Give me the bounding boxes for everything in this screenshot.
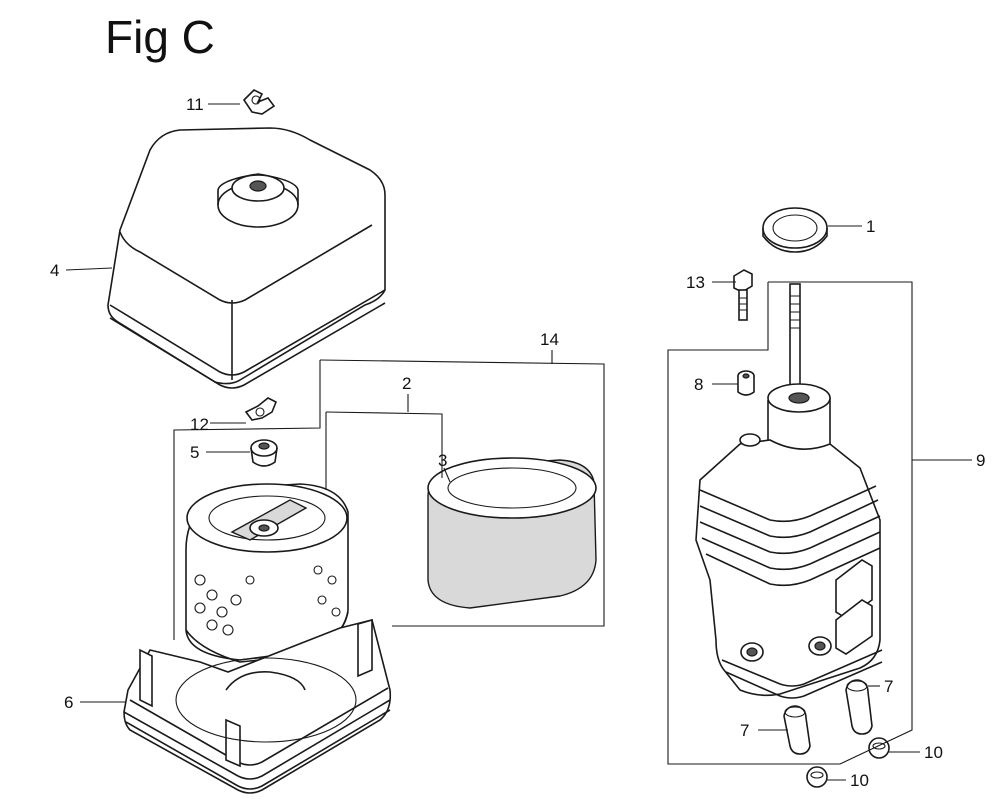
air-cleaner-base-part-6: [123, 618, 392, 794]
case-elbow-part-9: [695, 283, 883, 699]
callout-1: 1: [866, 217, 875, 236]
grommet-part-5: [250, 439, 278, 467]
callout-10-b: 10: [850, 771, 869, 790]
collar-part-8: [737, 370, 755, 396]
dowel-part-7-a: [845, 679, 873, 735]
callout-8: 8: [694, 375, 703, 394]
callout-3: 3: [438, 451, 447, 470]
wing-nut-part-11: [242, 89, 276, 115]
plug-part-10-a: [868, 737, 890, 759]
figure-title: Fig C: [105, 11, 215, 63]
bolt-part-13: [733, 269, 753, 321]
callout-11: 11: [186, 95, 204, 114]
leader-lines-right: [712, 225, 972, 781]
seal-ring-part-1: [762, 207, 828, 253]
callout-9: 9: [976, 451, 985, 470]
air-cleaner-cover-part-4: [107, 127, 386, 389]
callout-12: 12: [190, 415, 209, 434]
perforation-holes: [194, 565, 341, 636]
group-bracket-14: [173, 350, 605, 640]
callout-6: 6: [64, 693, 73, 712]
callout-10-a: 10: [924, 743, 943, 762]
callout-7-b: 7: [740, 721, 749, 740]
group-bracket-2: [325, 394, 443, 490]
callout-7-a: 7: [884, 677, 893, 696]
callout-13: 13: [686, 273, 705, 292]
leader-lines-left: [65, 103, 451, 703]
plug-part-10-b: [806, 766, 828, 788]
outer-filter-element-part-2: [185, 483, 349, 663]
callout-5: 5: [190, 443, 199, 462]
group-bracket-9: [667, 281, 913, 765]
callout-2: 2: [402, 374, 411, 393]
callout-14: 14: [540, 330, 559, 349]
dowel-part-7-b: [783, 705, 811, 755]
wing-nut-part-12: [244, 397, 278, 421]
callout-4: 4: [50, 261, 59, 280]
foam-element-part-3: [427, 457, 597, 609]
